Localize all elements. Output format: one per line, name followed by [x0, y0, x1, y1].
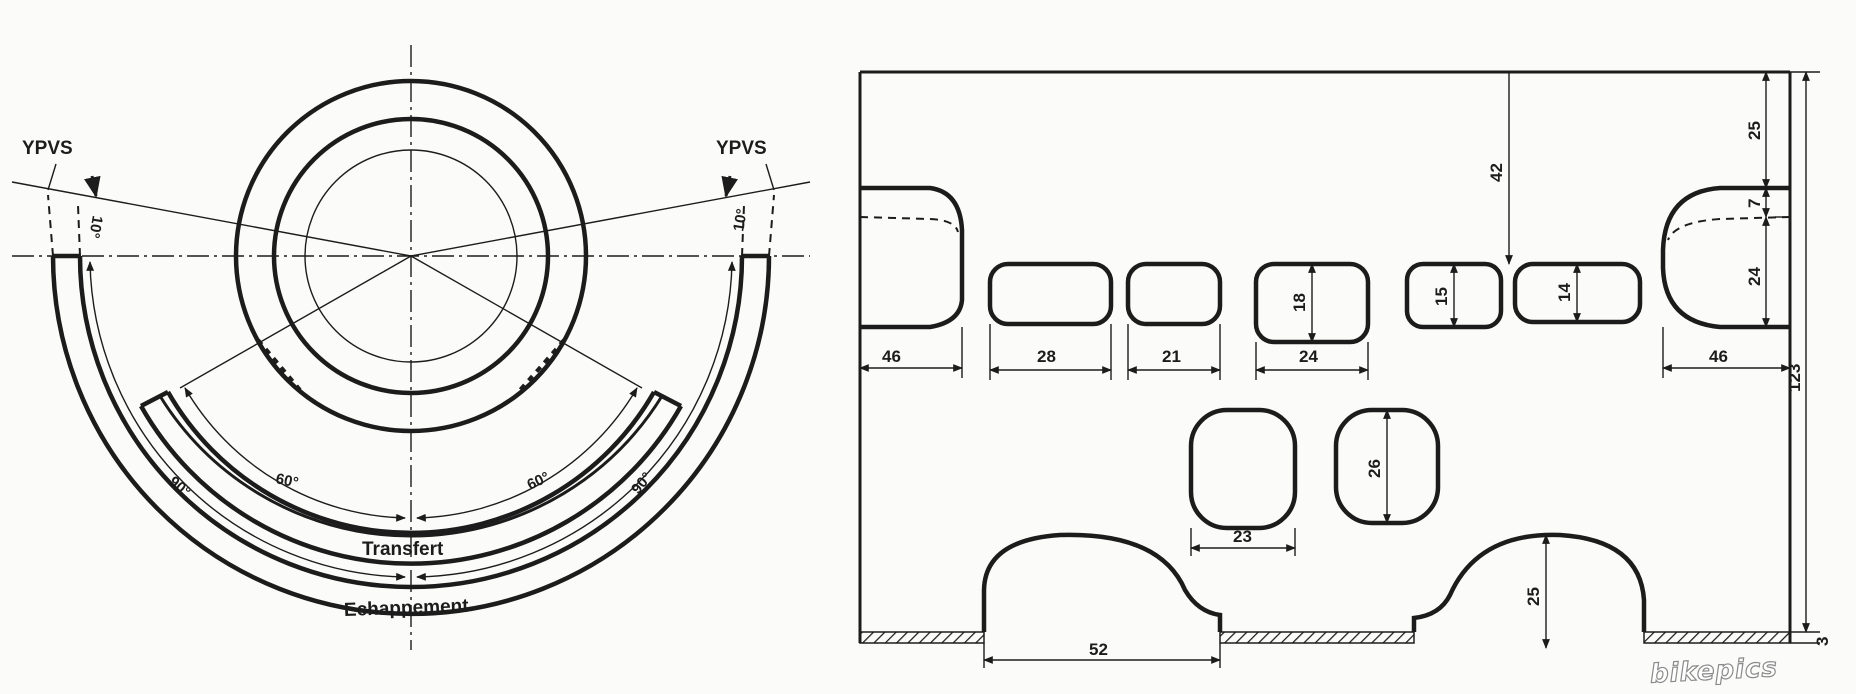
width-21: 21 — [1162, 347, 1181, 366]
height-18: 18 — [1290, 293, 1309, 312]
hatch-left — [859, 631, 985, 644]
port-transfer-2 — [1125, 261, 1223, 327]
transfer-label: Transfert — [362, 539, 444, 560]
dim-42: 42 — [1487, 163, 1506, 182]
ypvs-tick-right — [721, 175, 738, 199]
ypvs-label-left: YPVS — [22, 138, 73, 159]
lower-width-23: 23 — [1233, 527, 1252, 546]
transfer-line-left — [179, 255, 412, 389]
transfer-angle-left: 60° — [274, 470, 300, 491]
ypvs-angle-left: 10° — [85, 214, 106, 239]
angle-arc-exhaust-l — [86, 261, 406, 581]
stack-7: 7 — [1745, 199, 1764, 208]
outer-circle — [233, 78, 589, 434]
exhaust-label: Echappement — [344, 596, 470, 621]
stack-24: 24 — [1745, 267, 1764, 286]
port-left-boost — [860, 185, 965, 330]
stack-123: 123 — [1785, 364, 1804, 392]
height-15: 15 — [1432, 287, 1451, 306]
width-46-left: 46 — [882, 347, 901, 366]
width-46-right: 46 — [1709, 347, 1728, 366]
stack-25: 25 — [1745, 121, 1764, 140]
inner-circle — [304, 149, 518, 363]
port-left-dashed — [859, 216, 959, 233]
port-right-dashed — [1667, 216, 1791, 241]
stack-3: 3 — [1813, 637, 1832, 646]
port-lower-1 — [1188, 407, 1298, 531]
height-dimensions — [1308, 71, 1820, 649]
exhaust-main — [981, 532, 1223, 632]
height-14: 14 — [1555, 283, 1574, 302]
port-timing-diagram: YPVS YPVS 10° 10° 60° 60° 90° 90° Transf… — [11, 45, 811, 650]
exhaust-angle-left: 90° — [165, 473, 193, 501]
ypvs-angle-right: 10° — [730, 207, 751, 232]
ypvs-dashed-left-inner — [77, 204, 81, 257]
dashed-arc-right — [518, 338, 566, 392]
width-28: 28 — [1037, 347, 1056, 366]
width-24: 24 — [1299, 347, 1318, 366]
transfer-line-right — [410, 255, 643, 389]
ypvs-dashed-left — [47, 194, 54, 257]
ypvs-label-right: YPVS — [716, 138, 767, 159]
cylinder-development: 46 28 21 24 46 23 52 18 15 14 42 — [858, 70, 1832, 668]
exhaust-height-25: 25 — [1524, 587, 1543, 606]
lower-height-26: 26 — [1365, 459, 1384, 478]
ypvs-line-left — [11, 181, 412, 257]
angle-arc-exhaust-r — [416, 261, 736, 581]
ypvs-line-right — [410, 181, 811, 257]
ypvs-leader-left — [47, 163, 57, 191]
width-dimensions — [859, 324, 1791, 668]
watermark-logo: bikepics — [1649, 653, 1778, 690]
exhaust-aux — [1411, 532, 1647, 632]
ypvs-dashed-right — [768, 194, 775, 257]
middle-circle — [271, 116, 551, 396]
ypvs-tick-left — [84, 175, 101, 199]
port-right-boost — [1660, 185, 1790, 330]
hatch-right — [1643, 631, 1791, 644]
ypvs-leader-right — [765, 163, 775, 191]
ypvs-dashed-right-inner — [741, 204, 745, 257]
exhaust-width-52: 52 — [1089, 640, 1108, 659]
hatch-middle — [1219, 631, 1415, 644]
port-transfer-1 — [987, 261, 1114, 327]
